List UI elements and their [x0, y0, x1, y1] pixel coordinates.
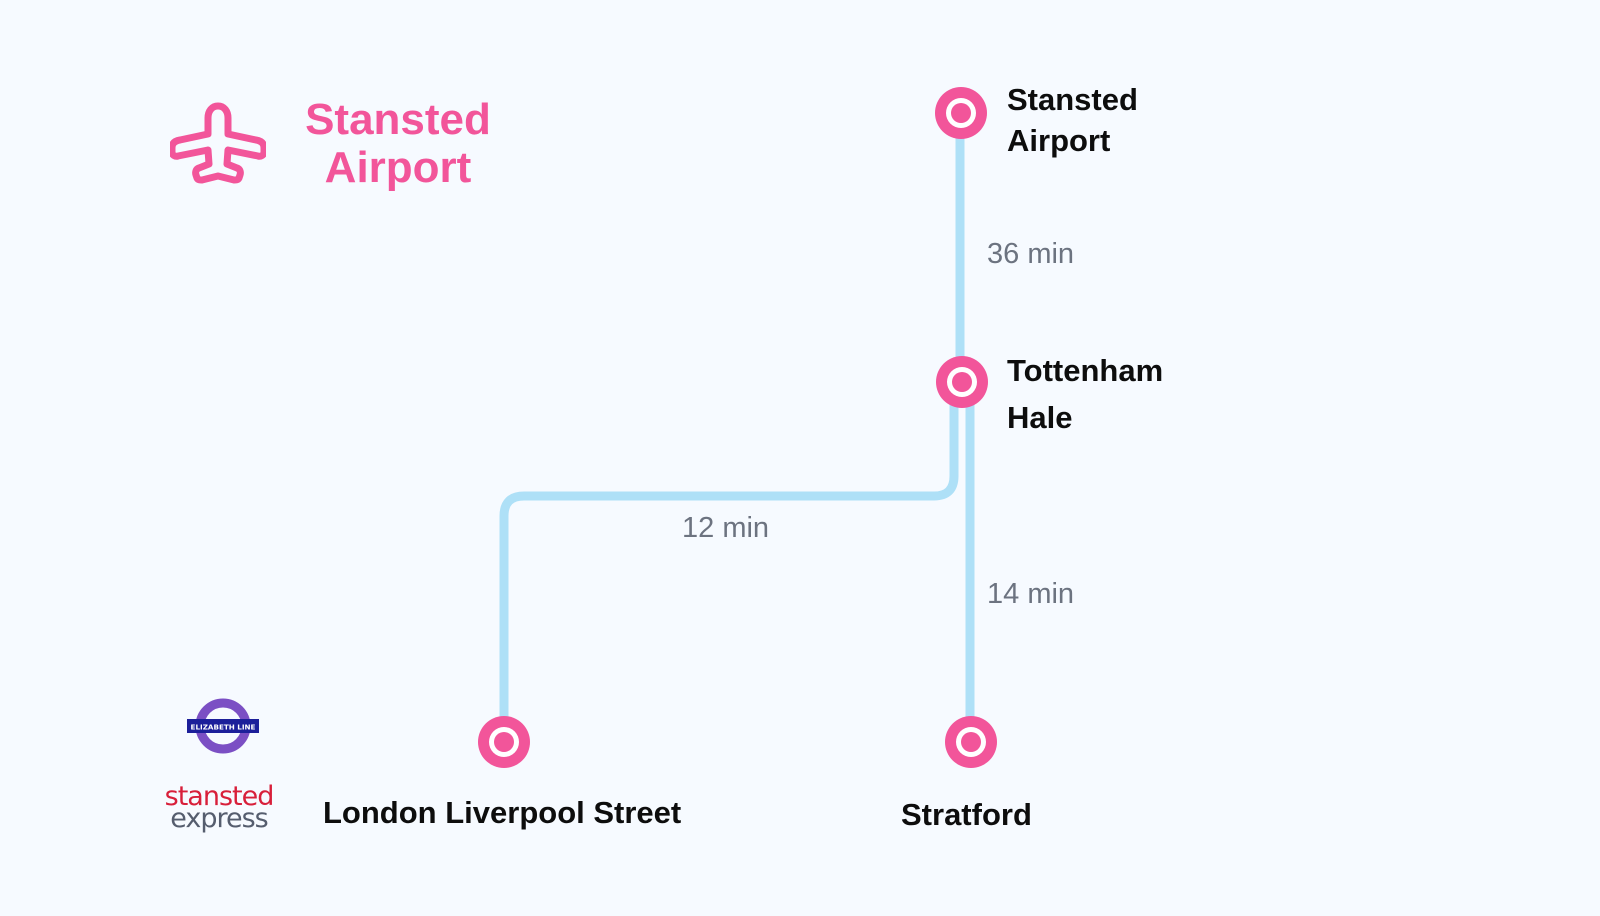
duration-tottenham-liverpool: 12 min — [682, 512, 770, 544]
station-label-tottenham-line1: Tottenham — [1007, 353, 1164, 388]
stansted-express-logo-line1: stansted — [164, 781, 275, 812]
airplane-icon — [170, 102, 266, 184]
airport-title: Stansted Airport — [278, 96, 518, 192]
airport-title-line2: Airport — [324, 143, 472, 192]
station-marker-stansted — [935, 87, 987, 139]
station-label-tottenham-line2: Hale — [1007, 400, 1073, 435]
airport-title-line1: Stansted — [305, 95, 491, 144]
elizabeth-line-text: ELIZABETH LINE — [191, 723, 256, 732]
airport-header: Stansted Airport — [170, 96, 530, 206]
duration-tottenham-stratford: 14 min — [987, 578, 1075, 610]
station-label-stratford: Stratford — [901, 794, 1032, 836]
stansted-express-logo-line2: express — [170, 803, 269, 834]
stansted-express-logo: stansted express — [156, 781, 282, 838]
station-label-stansted-line2: Airport — [1007, 123, 1111, 158]
elizabeth-line-roundel-icon: ELIZABETH LINE — [187, 698, 259, 754]
station-label-liverpool: London Liverpool Street — [323, 792, 681, 834]
station-label-stansted-line1: Stansted — [1007, 82, 1138, 117]
station-label-stansted: Stansted Airport — [1007, 79, 1138, 161]
station-label-stratford-name: Stratford — [901, 797, 1032, 832]
route-line-tottenham-liverpool — [499, 379, 959, 747]
station-marker-liverpool — [478, 716, 530, 768]
station-label-liverpool-name: London Liverpool Street — [323, 795, 682, 830]
station-marker-stratford — [945, 716, 997, 768]
station-marker-tottenham — [936, 356, 988, 408]
station-label-tottenham: Tottenham Hale — [1007, 347, 1163, 441]
duration-stansted-tottenham: 36 min — [987, 238, 1075, 270]
